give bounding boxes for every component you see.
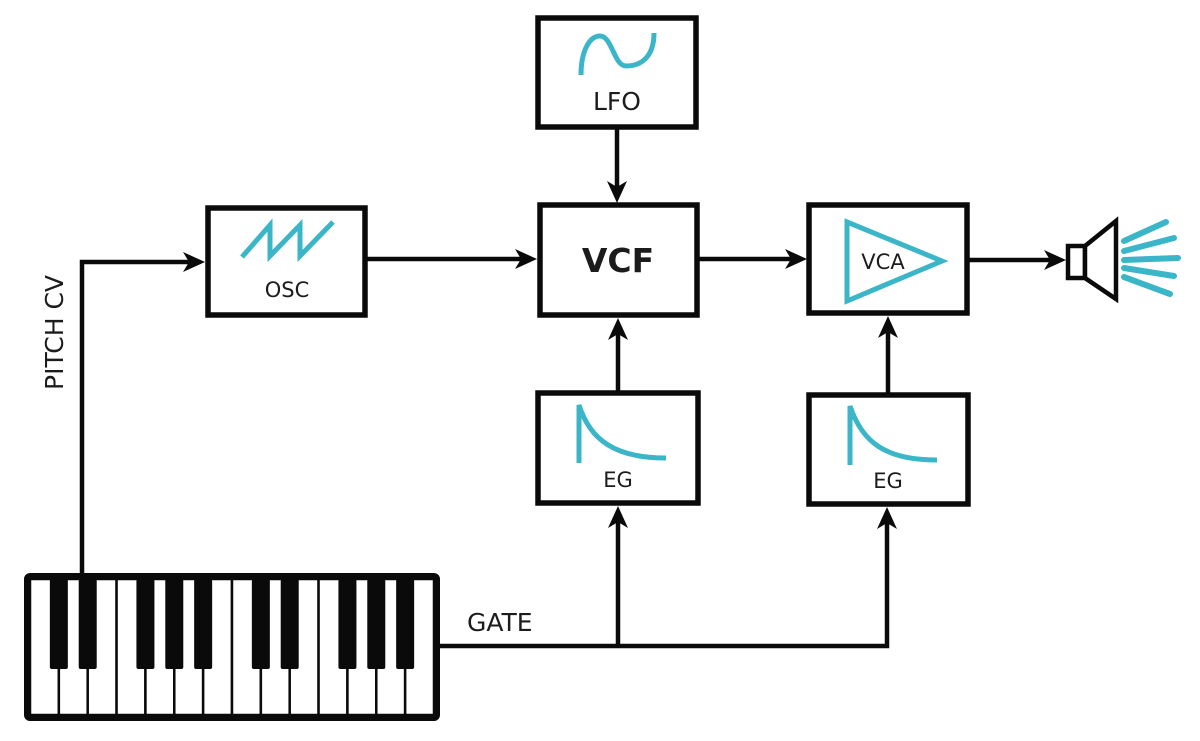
lfo-box [535, 15, 699, 130]
speaker-magnet [1065, 243, 1088, 281]
sine-wave-icon [578, 32, 657, 76]
piano-keyboard-icon [24, 573, 440, 721]
eg-amp-to-vca-arrowhead [878, 316, 898, 338]
gate-to-eg-filter-arrowhead [608, 506, 628, 528]
eg-amp-label: EG [873, 469, 903, 493]
pitch-cv-wire [79, 259, 190, 580]
black-key [280, 579, 299, 669]
vca-label: VCA [861, 250, 905, 274]
sawtooth-wave-icon [240, 218, 335, 263]
gate-to-eg-amp-arrowhead [877, 507, 897, 529]
black-key [136, 579, 155, 669]
eg-amp-module: EG [806, 392, 971, 507]
vcf-box [537, 202, 700, 318]
black-key [49, 579, 68, 669]
speaker-cone [1082, 216, 1119, 304]
black-key [194, 579, 213, 669]
vcf-to-vca-arrowhead [785, 249, 807, 269]
lfo-label: LFO [593, 87, 641, 116]
osc-box [205, 205, 368, 318]
envelope-decay-icon [847, 405, 938, 465]
osc-module: OSC [205, 205, 368, 318]
black-key [78, 579, 97, 669]
black-key [251, 579, 270, 669]
gate-wire [437, 522, 890, 649]
eg-amp-box [806, 392, 971, 507]
black-key [338, 579, 357, 669]
lfo-module: LFO [535, 15, 699, 130]
envelope-decay-icon [576, 404, 667, 463]
vca-to-speaker-arrowhead [1044, 250, 1066, 270]
osc-label: OSC [265, 278, 310, 302]
gate-label: GATE [467, 608, 533, 637]
pitch-cv-arrowhead [183, 252, 205, 272]
eg-filter-module: EG [535, 390, 701, 506]
vcf-module: VCF [537, 202, 700, 318]
sound-waves-icon [1121, 219, 1181, 297]
black-key [396, 579, 415, 669]
vca-module: VCA [806, 202, 970, 316]
eg-filter-label: EG [603, 468, 633, 492]
black-key [367, 579, 386, 669]
lfo-to-vcf-arrowhead [607, 181, 627, 203]
vcf-label: VCF [582, 241, 654, 280]
black-key [165, 579, 184, 669]
osc-to-vcf-arrowhead [515, 249, 537, 269]
speaker-icon [1065, 216, 1181, 304]
eg-filter-to-vcf-arrowhead [608, 318, 628, 340]
amplifier-triangle-icon [844, 218, 949, 305]
keyboard-frame [24, 573, 440, 721]
pitch-cv-label: PITCH CV [40, 275, 69, 390]
